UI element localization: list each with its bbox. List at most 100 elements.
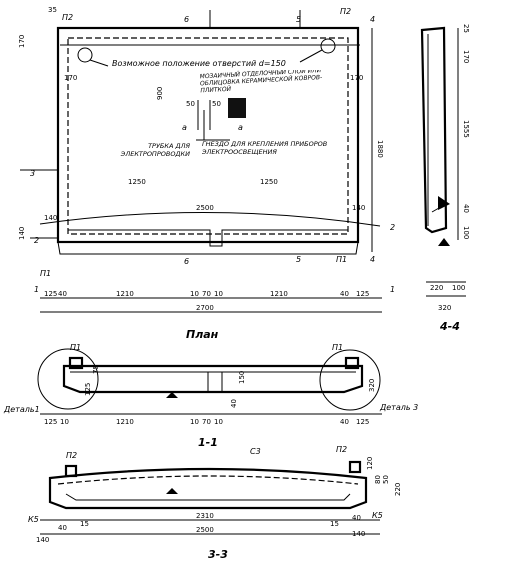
s11-40v: 40 [230,399,238,408]
s11-detail3: Деталь 3 [379,403,418,412]
section-3-3-body [48,467,368,510]
mark-sec6-bot: 6 [184,257,189,266]
d44-25: 25 [462,24,470,33]
s11-b10c: 10 [214,418,223,426]
s33-c3: С3 [250,447,261,456]
note-socket-box: ГНЕЗДО ДЛЯ КРЕПЛЕНИЯ ПРИБОРОВ ЭЛЕКТРООСВ… [202,140,328,156]
s11-320: 320 [368,379,376,392]
s33-80: 80 [374,475,382,484]
s33-40b: 40 [352,514,361,522]
dim-b-40a: 40 [58,290,67,298]
s33-p2-right: П2 [336,445,347,454]
dim-140-a: 140 [44,214,57,222]
dim-b-1210b: 1210 [270,290,288,298]
s11-p1-left: П1 [70,343,81,352]
section-1-1-body [62,364,364,394]
detail-3-circle [319,349,381,411]
inner-dashed-contour [67,37,349,235]
s11-b125: 125 [44,418,57,426]
dim-1250-a: 1250 [128,178,146,186]
d44-320: 320 [438,304,451,312]
d44-220: 220 [430,284,443,292]
section-3-3-title: 3-3 [208,548,228,561]
mark-sec4-bot: 4 [370,255,375,264]
plan-title: План [186,328,219,341]
s33-k5-right: К5 [372,511,383,520]
s11-detail1: Деталь1 [3,405,40,414]
mark-p1-right: П1 [336,255,347,264]
mark-sec4-top: 4 [370,15,375,24]
hole-left [77,47,93,63]
mark-p2-left: П2 [62,13,73,22]
dim-50-a: 50 [186,100,195,108]
s11-b40: 40 [340,418,349,426]
note-tile: МОЗАИЧНЫЙ ОТДЕЛОЧНЫЙ СЛОЙ ИЛИ ОБЛИЦОВКА … [200,70,323,95]
s33-2310: 2310 [196,512,214,520]
s33-220: 220 [394,483,402,496]
mark-p1-left: П1 [40,269,51,278]
s11-b10: 10 [60,418,69,426]
hole-right [320,38,336,54]
loop-p2-left [64,464,78,478]
s33-k5-left: К5 [28,515,39,524]
s33-2500: 2500 [196,526,214,534]
dim-b-1210a: 1210 [116,290,134,298]
section-4-4: 25 170 1555 40 100 220 100 320 4-4 [420,24,470,333]
s11-b1210: 1210 [116,418,134,426]
dim-1880: 1880 [376,140,384,158]
slab-outline [56,26,360,244]
d44-1555: 1555 [462,120,470,138]
section-1-1-title: 1-1 [198,436,218,449]
s11-125v: 125 [84,383,92,396]
plan-dimensions: 35 170 170 170 900 50 50 1250 1250 2500 … [18,6,384,313]
s11-b125b: 125 [356,418,369,426]
note-holes: Возможное положение отверстий d=150 [112,59,286,68]
mark-a-left: а [182,123,187,132]
s11-150: 150 [238,371,246,384]
plan-section-marks: П2 П2 П1 П1 6 5 4 6 5 4 3 2 1 2 1 а а [30,7,395,294]
dim-b-10b: 10 [214,290,223,298]
mark-a-right: а [238,123,243,132]
dim-140-c: 140 [18,227,26,240]
dim-b-70: 70 [202,290,211,298]
s11-p1-right: П1 [332,343,343,352]
note-tile-box: МОЗАИЧНЫЙ ОТДЕЛОЧНЫЙ СЛОЙ ИЛИ ОБЛИЦОВКА … [200,70,323,95]
dim-b-2700: 2700 [196,304,214,312]
s33-140b: 140 [352,530,365,538]
s11-75: 75 [92,365,100,374]
dim-170-right: 170 [350,74,363,82]
s33-40a: 40 [58,524,67,532]
dim-50-b: 50 [212,100,221,108]
dim-2500: 2500 [196,204,214,212]
dim-b-125b: 125 [356,290,369,298]
loop-p2-right [348,460,362,474]
d44-170: 170 [462,50,470,63]
detail-1-circle [37,348,99,410]
section-3-3: П2 П2 С3 К5 К5 120 80 50 220 40 15 2310 … [28,445,402,561]
mark-sec5-top: 5 [296,15,301,24]
d44-100b: 100 [452,284,465,292]
d44-40: 40 [462,204,470,213]
mark-sec1-right: 1 [390,285,395,294]
dim-b-10a: 10 [190,290,199,298]
plan-notes: Возможное положение отверстий d=150 МОЗА… [112,59,328,158]
note-socket: ГНЕЗДО ДЛЯ КРЕПЛЕНИЯ ПРИБОРОВ ЭЛЕКТРООСВ… [202,140,328,156]
mark-sec3: 3 [30,169,35,178]
d44-100: 100 [462,226,470,239]
plan-view [20,10,381,255]
s33-120: 120 [366,457,374,470]
mark-p2-right: П2 [340,7,351,16]
s11-b70: 70 [202,418,211,426]
section-1-1: П1 П1 Деталь1 Деталь 3 125 75 40 150 320… [3,343,418,449]
note-tube-box: ТРУБКА ДЛЯ ЭЛЕКТРОПРОВОДКИ [120,142,190,158]
s33-140a: 140 [36,536,49,544]
loop-p1-right [344,356,360,370]
dim-170-left: 170 [18,35,26,48]
dim-35: 35 [48,6,57,14]
dim-b-40b: 40 [340,290,349,298]
note-tube: ТРУБКА ДЛЯ ЭЛЕКТРОПРОВОДКИ [120,142,190,158]
mark-sec2-right: 2 [390,223,395,232]
loop-p1-left [68,356,84,370]
dim-170-mid: 170 [64,74,77,82]
